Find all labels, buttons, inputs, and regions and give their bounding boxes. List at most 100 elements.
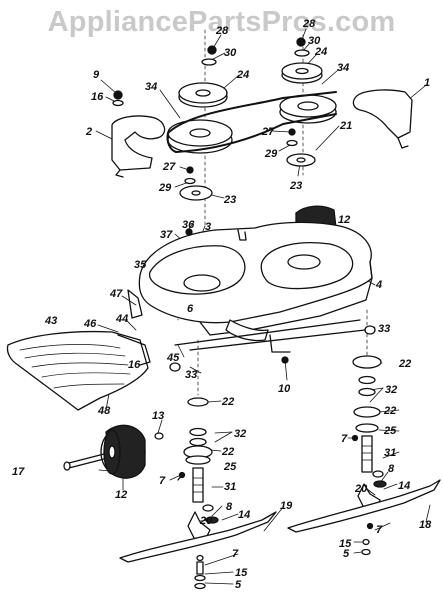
linkage-rod	[174, 319, 366, 351]
callout-8: 8	[226, 501, 233, 513]
callout-30: 30	[224, 47, 237, 59]
callout-25: 25	[223, 461, 237, 473]
callout-14: 14	[238, 509, 250, 521]
callout-27: 27	[162, 161, 176, 173]
callout-28: 28	[302, 18, 316, 30]
callout-5: 5	[235, 579, 242, 591]
gauge-wheel	[100, 424, 146, 479]
callout-12: 12	[115, 489, 127, 501]
callout-19: 19	[280, 500, 293, 512]
callout-2: 2	[85, 126, 92, 138]
callout-15: 15	[339, 538, 352, 550]
callout-29: 29	[158, 182, 172, 194]
callout-7: 7	[341, 433, 348, 445]
deck-skirt	[199, 261, 373, 336]
deck-bracket-3	[237, 229, 247, 241]
watermark: AppliancePartsPros.com	[47, 6, 396, 38]
wheel-bolt	[64, 453, 105, 470]
mower-deck	[138, 221, 373, 324]
chute-shading	[19, 344, 131, 389]
part-27-nut-left	[186, 166, 194, 174]
part-29-washer-right	[286, 139, 298, 147]
callout-6: 6	[187, 303, 194, 315]
callout-34: 34	[337, 62, 349, 74]
spindle-assembly-left	[177, 397, 219, 590]
callout-31: 31	[224, 481, 236, 493]
callout-12: 12	[338, 214, 350, 226]
callout-3: 3	[205, 221, 211, 233]
callout-32: 32	[385, 384, 397, 396]
callout-23: 23	[289, 180, 302, 192]
callout-24: 24	[236, 69, 249, 81]
callout-16: 16	[128, 359, 141, 371]
callout-45: 45	[166, 352, 180, 364]
discharge-bracket	[127, 289, 143, 319]
spindle-assembly-right	[351, 355, 387, 556]
callout-15: 15	[235, 567, 248, 579]
callout-22: 22	[398, 358, 411, 370]
callout-47: 47	[109, 288, 123, 300]
part-30-washer-left	[201, 58, 217, 66]
part-9-nut	[113, 90, 123, 100]
callout-23: 23	[223, 194, 236, 206]
part-33-spacer-left	[169, 362, 181, 372]
part-30-washer-right	[294, 49, 310, 57]
callout-18: 18	[419, 519, 432, 531]
callout-33: 33	[185, 369, 197, 381]
deck-right-chamber	[260, 242, 354, 290]
callout-8: 8	[388, 463, 395, 475]
chute-hinge	[117, 334, 151, 366]
part-13-washer	[154, 432, 164, 440]
discharge-chute	[6, 330, 149, 411]
part-10-bolt	[281, 356, 289, 364]
callout-13: 13	[152, 410, 164, 422]
callout-10: 10	[278, 383, 291, 395]
callout-20: 20	[199, 515, 213, 527]
callout-7: 7	[159, 475, 166, 487]
callout-31: 31	[384, 447, 396, 459]
spindle-plate-right	[287, 254, 321, 270]
callout-25: 25	[383, 425, 397, 437]
part-16-washer-top	[112, 99, 124, 107]
callout-29: 29	[264, 148, 278, 160]
callout-37: 37	[160, 229, 173, 241]
callout-1: 1	[424, 77, 430, 89]
bracket-right	[352, 89, 413, 139]
callout-labels: 28 30 24 34 28 30 24 34 9 16 2 1 27 29 2…	[12, 18, 432, 591]
callout-4: 4	[375, 279, 382, 291]
callout-32: 32	[234, 428, 246, 440]
callout-35: 35	[134, 259, 147, 271]
part-28-nut-right	[296, 37, 306, 47]
callout-9: 9	[93, 69, 100, 81]
callout-22: 22	[383, 405, 396, 417]
callout-21: 21	[339, 120, 352, 132]
callout-7: 7	[376, 524, 383, 536]
bracket-right-tab	[397, 137, 409, 149]
part-27-nut-right	[288, 128, 296, 136]
deck-front-tab	[225, 319, 269, 342]
hub-flange-left	[179, 185, 213, 201]
callout-28: 28	[215, 25, 229, 37]
part-33-spacer-right	[364, 325, 376, 335]
spindle-plate-left	[183, 274, 221, 292]
wheel-bolt-head	[63, 461, 71, 471]
bracket-left-tab	[115, 169, 124, 178]
callout-16: 16	[91, 91, 104, 103]
callout-44: 44	[115, 313, 128, 325]
deck-left-chamber	[148, 245, 246, 295]
bracket-left	[111, 115, 166, 171]
callout-33: 33	[378, 323, 390, 335]
callout-14: 14	[398, 480, 410, 492]
linkage-bracket	[269, 334, 291, 353]
callout-46: 46	[83, 318, 97, 330]
blade-right	[287, 479, 441, 533]
hub-flange-right	[286, 153, 316, 167]
callout-34: 34	[145, 81, 157, 93]
callout-48: 48	[97, 405, 111, 417]
callout-36: 36	[182, 219, 195, 231]
callout-24: 24	[314, 46, 327, 58]
callout-20: 20	[354, 483, 368, 495]
pulley-right-upper	[281, 62, 323, 84]
